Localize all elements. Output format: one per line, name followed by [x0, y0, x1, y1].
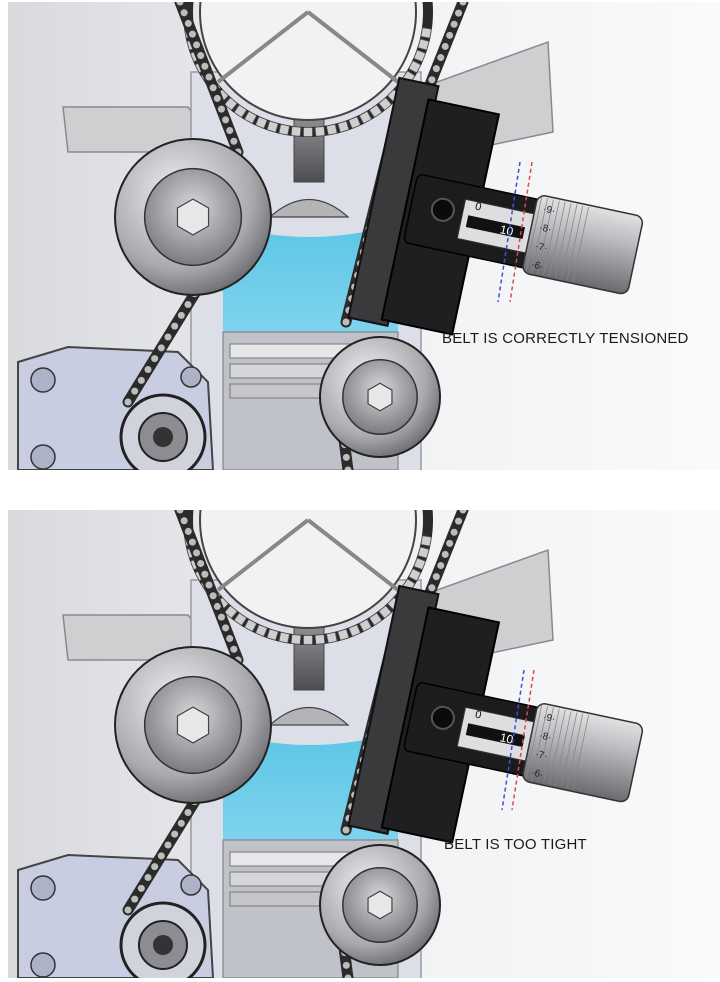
caption-status: CORRECTLY TENSIONED: [502, 330, 689, 347]
tension-gauge: 0 10 ·9· ·8· ·7· ·6·: [347, 76, 644, 336]
caption-prefix: BELT IS: [442, 330, 503, 347]
gauge-label-zero: 0: [474, 201, 482, 214]
drum-label-6: ·6·: [530, 768, 544, 781]
drum-label-6: ·6·: [530, 260, 544, 273]
drum-label-7: ·7·: [534, 749, 548, 762]
drum-label-9: ·9·: [542, 712, 556, 725]
drum-label-7: ·7·: [534, 241, 548, 254]
tension-gauge: 0 10 ·9· ·8· ·7· ·6·: [347, 584, 644, 844]
idler-pulley-left: [114, 138, 272, 296]
water-pump: [17, 345, 215, 470]
caption-prefix: BELT IS: [444, 836, 504, 853]
diagram-panel-too-tight: 0 10 ·9· ·8· ·7· ·6·: [8, 510, 720, 978]
reference-guides: [501, 669, 535, 811]
reference-guides: [497, 161, 533, 303]
caption-status: TOO TIGHT: [503, 836, 587, 853]
water-pump: [17, 853, 215, 978]
idler-pulley-lower: [319, 336, 441, 458]
engine-diagram: 0 10 ·9· ·8· ·7· ·6·: [8, 2, 720, 470]
drum-label-8: ·8·: [538, 730, 552, 743]
engine-diagram: 0 10 ·9· ·8· ·7· ·6·: [8, 510, 720, 978]
gauge-label-ten: 10: [499, 222, 515, 239]
drum-label-9: ·9·: [542, 204, 556, 217]
drum-label-8: ·8·: [538, 222, 552, 235]
caption-too-tight: BELT IS TOO TIGHT: [444, 836, 587, 853]
gauge-label-zero: 0: [474, 709, 482, 722]
idler-pulley-left: [114, 646, 272, 804]
gauge-label-ten: 10: [499, 730, 515, 747]
idler-pulley-lower: [319, 844, 441, 966]
diagram-panel-correct: 0 10 ·9· ·8· ·7· ·6·: [8, 2, 720, 470]
caption-correct: BELT IS CORRECTLY TENSIONED: [442, 330, 689, 347]
